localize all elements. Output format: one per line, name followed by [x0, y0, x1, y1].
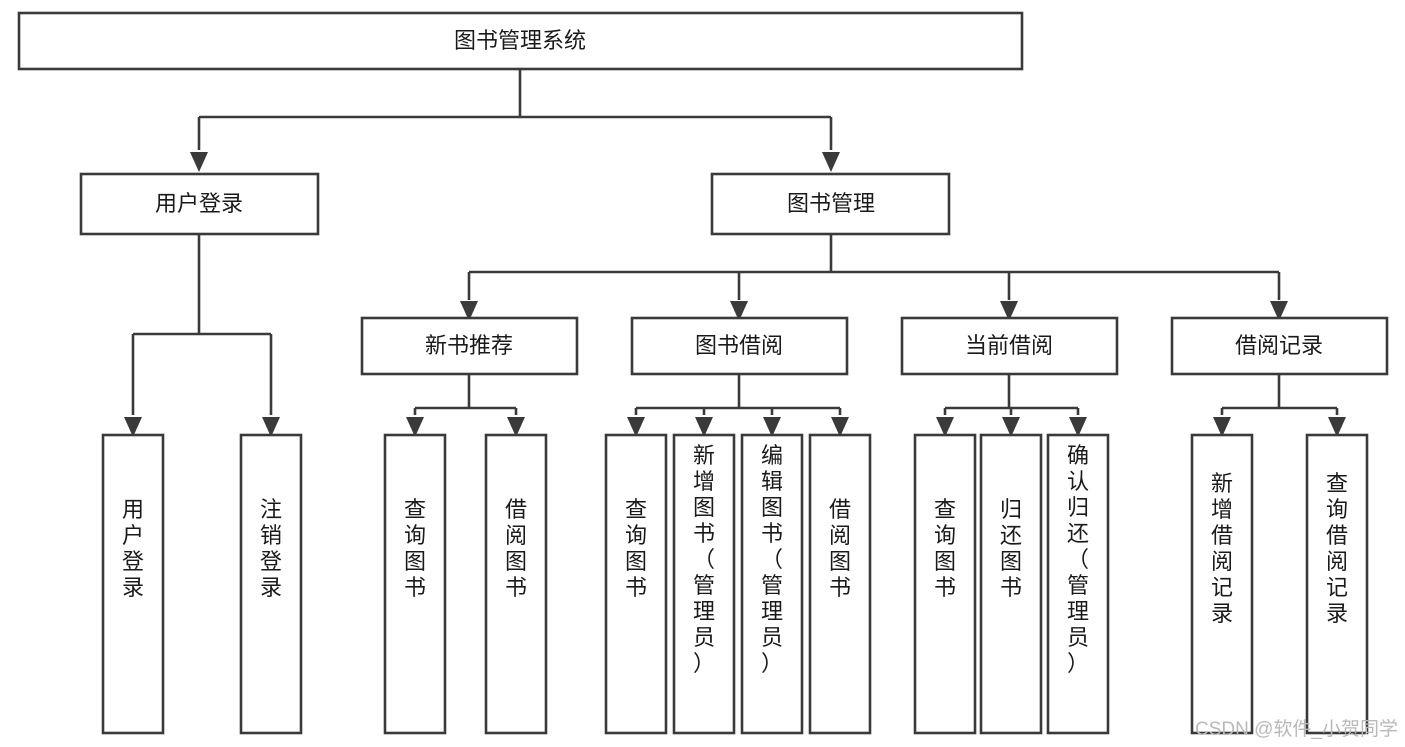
node-leaf-query-record-label: 查询借阅记录	[1326, 471, 1348, 626]
node-current-borrow-box[interactable]	[900, 316, 1119, 376]
node-user-login-label: 用户登录	[155, 191, 243, 216]
node-current-borrow[interactable]: 当前借阅	[900, 316, 1119, 376]
node-book-borrow-box[interactable]	[630, 316, 849, 376]
node-leaf-logout-login[interactable]: 注销登录	[239, 433, 303, 735]
node-leaf-query-book-2-label: 查询图书	[625, 497, 647, 600]
node-book-management-box[interactable]	[710, 172, 951, 236]
node-leaf-logout-login-box[interactable]	[239, 433, 303, 735]
node-user-login[interactable]: 用户登录	[79, 172, 320, 236]
node-leaf-add-book-box[interactable]	[672, 433, 736, 735]
node-root-label: 图书管理系统	[454, 28, 586, 53]
node-new-book-recommend[interactable]: 新书推荐	[360, 316, 579, 376]
node-leaf-add-record-label: 新增借阅记录	[1211, 471, 1233, 626]
node-leaf-query-book-3-box[interactable]	[913, 433, 977, 735]
node-leaf-add-book[interactable]: 新增图书（管理员）	[672, 433, 736, 735]
node-leaf-return-book-label: 归还图书	[1000, 497, 1022, 600]
node-leaf-add-book-label: 新增图书（管理员）	[693, 443, 715, 676]
node-leaf-user-login-box[interactable]	[101, 433, 165, 735]
node-leaf-logout-login-label: 注销登录	[260, 497, 282, 600]
node-leaf-borrow-book-1[interactable]: 借阅图书	[484, 433, 548, 735]
node-leaf-borrow-book-2-box[interactable]	[808, 433, 872, 735]
node-leaf-confirm-return[interactable]: 确认归还（管理员）	[1046, 433, 1110, 735]
node-leaf-edit-book-box[interactable]	[740, 433, 804, 735]
node-book-management-label: 图书管理	[787, 191, 875, 216]
node-new-book-recommend-box[interactable]	[360, 316, 579, 376]
node-leaf-query-record[interactable]: 查询借阅记录	[1305, 433, 1369, 735]
node-leaf-confirm-return-label: 确认归还（管理员）	[1067, 443, 1089, 676]
node-root-box[interactable]	[17, 11, 1024, 71]
node-leaf-query-record-box[interactable]	[1305, 433, 1369, 735]
node-leaf-query-book-2[interactable]: 查询图书	[604, 433, 668, 735]
node-current-borrow-label: 当前借阅	[965, 333, 1053, 358]
node-leaf-query-book-3-label: 查询图书	[934, 497, 956, 600]
node-book-borrow[interactable]: 图书借阅	[630, 316, 849, 376]
node-leaf-borrow-book-1-box[interactable]	[484, 433, 548, 735]
node-leaf-query-book-1-label: 查询图书	[404, 497, 426, 600]
node-leaf-query-book-1[interactable]: 查询图书	[383, 433, 447, 735]
node-leaf-edit-book-label: 编辑图书（管理员）	[761, 443, 783, 676]
node-leaf-confirm-return-box[interactable]	[1046, 433, 1110, 735]
watermark-label: CSDN @软件_小贺同学	[1195, 718, 1398, 740]
node-leaf-user-login[interactable]: 用户登录	[101, 433, 165, 735]
node-leaf-query-book-3[interactable]: 查询图书	[913, 433, 977, 735]
node-book-borrow-label: 图书借阅	[695, 333, 783, 358]
node-leaf-edit-book[interactable]: 编辑图书（管理员）	[740, 433, 804, 735]
node-borrow-record-label: 借阅记录	[1235, 333, 1323, 358]
node-borrow-record[interactable]: 借阅记录	[1170, 316, 1389, 376]
node-new-book-recommend-label: 新书推荐	[425, 333, 513, 358]
node-leaf-query-book-2-box[interactable]	[604, 433, 668, 735]
node-book-management[interactable]: 图书管理	[710, 172, 951, 236]
arrow-root-to-book-management	[822, 152, 840, 172]
node-leaf-return-book[interactable]: 归还图书	[979, 433, 1043, 735]
node-leaf-user-login-label: 用户登录	[122, 497, 144, 600]
node-leaf-query-book-1-box[interactable]	[383, 433, 447, 735]
arrow-root-to-user-login	[190, 152, 208, 172]
node-leaf-add-record-box[interactable]	[1190, 433, 1254, 735]
node-borrow-record-box[interactable]	[1170, 316, 1389, 376]
node-user-login-box[interactable]	[79, 172, 320, 236]
node-leaf-borrow-book-2-label: 借阅图书	[829, 497, 851, 600]
node-root[interactable]: 图书管理系统	[17, 11, 1024, 71]
connector-layer	[124, 69, 1346, 437]
node-leaf-borrow-book-1-label: 借阅图书	[505, 497, 527, 600]
node-leaf-return-book-box[interactable]	[979, 433, 1043, 735]
node-leaf-borrow-book-2[interactable]: 借阅图书	[808, 433, 872, 735]
node-leaf-add-record[interactable]: 新增借阅记录	[1190, 433, 1254, 735]
